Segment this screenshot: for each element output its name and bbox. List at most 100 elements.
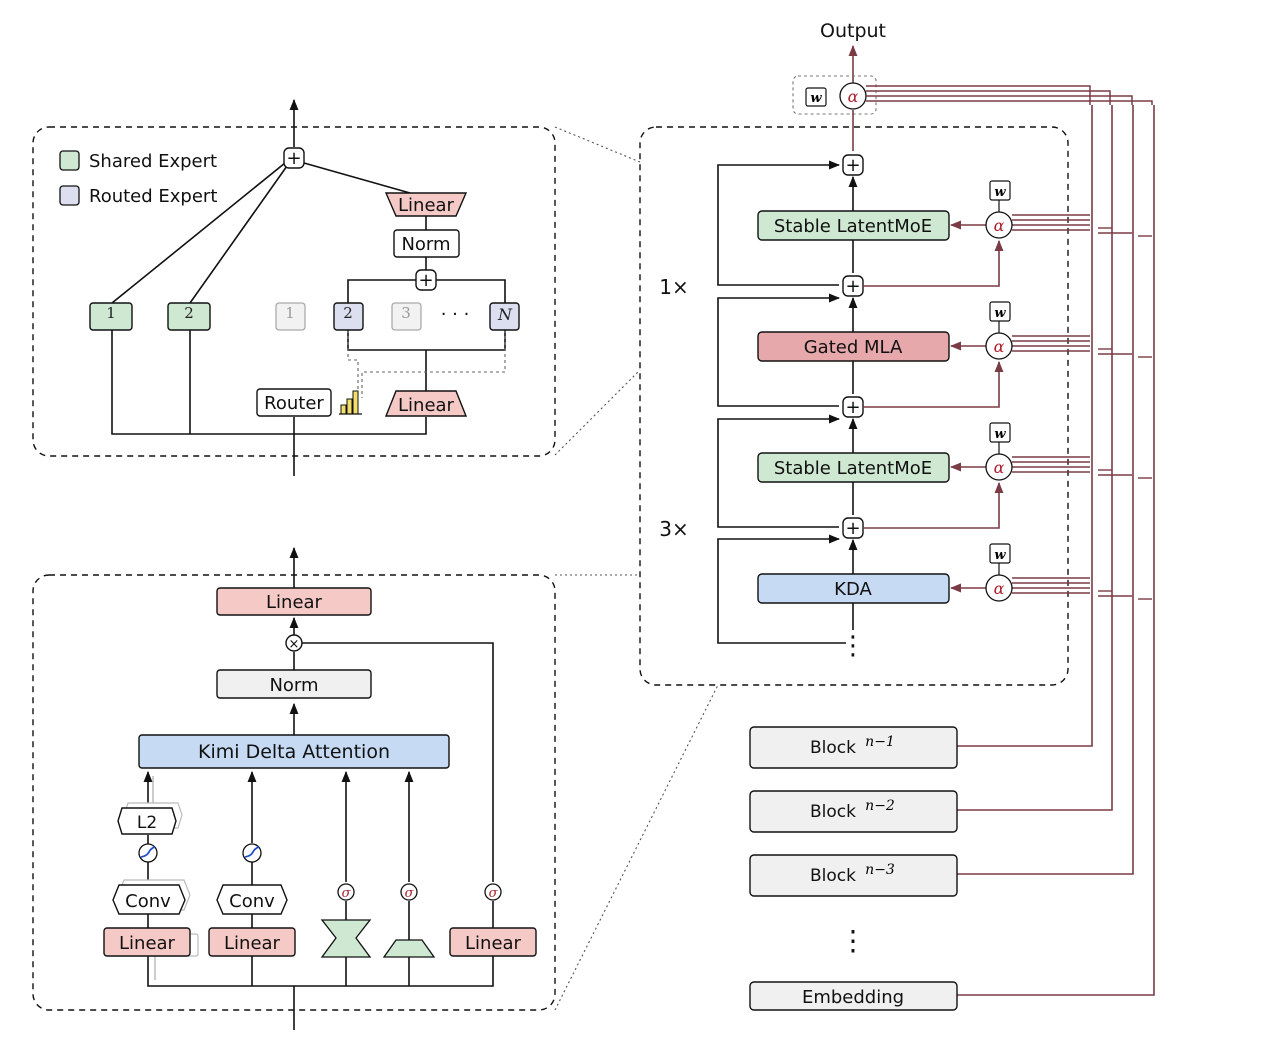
moe-linear-top [384, 192, 468, 217]
stack-block-moe-1 [757, 210, 950, 241]
svg-text:w: w [994, 306, 1006, 321]
kda-linear-3-label: Linear [465, 933, 522, 954]
kda-gate-multiply [285, 634, 303, 652]
kda-conv-2-label: Conv [229, 891, 275, 912]
routed-expert-2 [333, 302, 364, 331]
stack-container [639, 126, 1069, 686]
block-n-minus-2 [749, 790, 958, 833]
zoom-guides [554, 126, 719, 1011]
shared-expert-2 [167, 302, 211, 331]
legend-routed-label: Routed Expert [89, 186, 217, 207]
kda-l2-label: L2 [137, 813, 157, 833]
output-alpha-label: α [848, 87, 859, 106]
router-dash-right [361, 330, 506, 398]
block-n-minus-3-sup: n−3 [865, 862, 895, 878]
moe-routed-sum-label: + [418, 270, 433, 291]
kda-l2-norm [117, 807, 177, 835]
kda-conv-2 [216, 884, 288, 915]
svg-text:α: α [994, 337, 1005, 356]
router-label: Router [264, 393, 324, 414]
block-n-minus-2-sup: n−2 [865, 798, 895, 814]
svg-text:+: + [845, 397, 860, 418]
stack-block-kda [757, 573, 950, 604]
block-n-minus-3 [749, 854, 958, 897]
routed-expert-n [489, 302, 520, 331]
kda-conv-1-label: Conv [125, 891, 171, 912]
sigma-icon: σ [400, 883, 418, 901]
block-n-minus-1-label: Block [810, 738, 856, 758]
kda-linear-2 [208, 927, 296, 957]
moe-linear-bottom [384, 390, 468, 417]
stack-block-mla [757, 331, 950, 362]
svg-text:+: + [845, 155, 860, 176]
svg-text:σ: σ [405, 886, 415, 901]
stack-block-moe-1-label: Stable LatentMoE [774, 216, 932, 237]
routed-expert-3 [391, 302, 422, 331]
bar-chart-icon [339, 390, 362, 415]
moe-norm [393, 229, 460, 258]
kda-norm [216, 669, 372, 699]
moe-routed-sum-node [415, 269, 437, 291]
stack-continue-dots: ⋮ [840, 631, 866, 661]
repeat-1x-label: 1× [659, 275, 688, 299]
residual-stack: Output w α + + [639, 20, 1155, 996]
embedding-block [749, 981, 958, 1011]
legend-shared-label: Shared Expert [89, 151, 217, 172]
moe-linear-bottom-label: Linear [398, 395, 455, 416]
moe-detail: Shared Expert Routed Expert + + [32, 98, 556, 476]
routed-expert-2-label: 2 [343, 304, 353, 322]
svg-text:α: α [994, 579, 1005, 598]
shared-expert-1 [89, 302, 133, 331]
output-agg-box [792, 75, 877, 115]
block-n-minus-1 [749, 726, 958, 769]
kimi-delta-attention [138, 734, 450, 769]
sigma-icon: σ [337, 883, 355, 901]
routed-expert-1 [275, 302, 306, 331]
svg-text:σ: σ [342, 886, 352, 901]
kda-linear-3 [449, 927, 537, 957]
svg-text:w: w [994, 427, 1006, 442]
output-bundle [866, 85, 1153, 105]
output-w-label: w [810, 91, 822, 106]
svg-text:α: α [994, 216, 1005, 235]
kda-linear-2-label: Linear [224, 933, 281, 954]
legend-routed-swatch [59, 185, 80, 206]
shared-expert-1-label: 1 [106, 304, 116, 322]
svg-text:w: w [994, 548, 1006, 563]
moe-sum-label: + [286, 148, 301, 169]
stack-alpha-aggregators: w w w w α α α α [863, 180, 1152, 602]
routed-expert-dots: · · · [441, 304, 470, 325]
kda-linear-1 [103, 927, 191, 957]
moe-connections [111, 162, 506, 460]
moe-linear-top-label: Linear [398, 195, 455, 216]
routed-expert-3-label: 3 [401, 304, 411, 322]
legend-shared-swatch [59, 150, 80, 171]
block-n-minus-3-label: Block [810, 866, 856, 886]
router-dash-left [347, 330, 359, 398]
kda-bottleneck-proj [320, 919, 372, 958]
kda-linear-top-label: Linear [266, 592, 323, 613]
stack-block-kda-label: KDA [834, 579, 872, 600]
moe-norm-label: Norm [401, 234, 450, 255]
shared-expert-2-label: 2 [184, 304, 194, 322]
output-label: Output [820, 20, 886, 42]
embedding-label: Embedding [802, 987, 904, 1008]
stack-block-moe-2 [757, 452, 950, 483]
kda-gate-multiply-label: × [289, 637, 300, 652]
routed-expert-n-label: N [497, 305, 513, 324]
swish-icon [138, 843, 158, 863]
svg-text:α: α [994, 458, 1005, 477]
block-n-minus-2-label: Block [810, 802, 856, 822]
block-list: Block n−1 Block n−2 Block n−3 ⋮ Embeddin… [749, 726, 958, 1011]
block-n-minus-1-sup: n−1 [865, 734, 895, 750]
kda-linear-top [216, 587, 372, 616]
stack-plus-nodes: + + + + [842, 154, 864, 539]
kda-conv-1 [112, 884, 186, 915]
kda-norm-label: Norm [269, 675, 318, 696]
sigma-icon: σ [484, 883, 502, 901]
stack-skip-loops [717, 160, 846, 644]
kimi-delta-attention-label: Kimi Delta Attention [198, 741, 390, 763]
output-w-box [805, 87, 827, 107]
stack-block-mla-label: Gated MLA [804, 337, 903, 358]
